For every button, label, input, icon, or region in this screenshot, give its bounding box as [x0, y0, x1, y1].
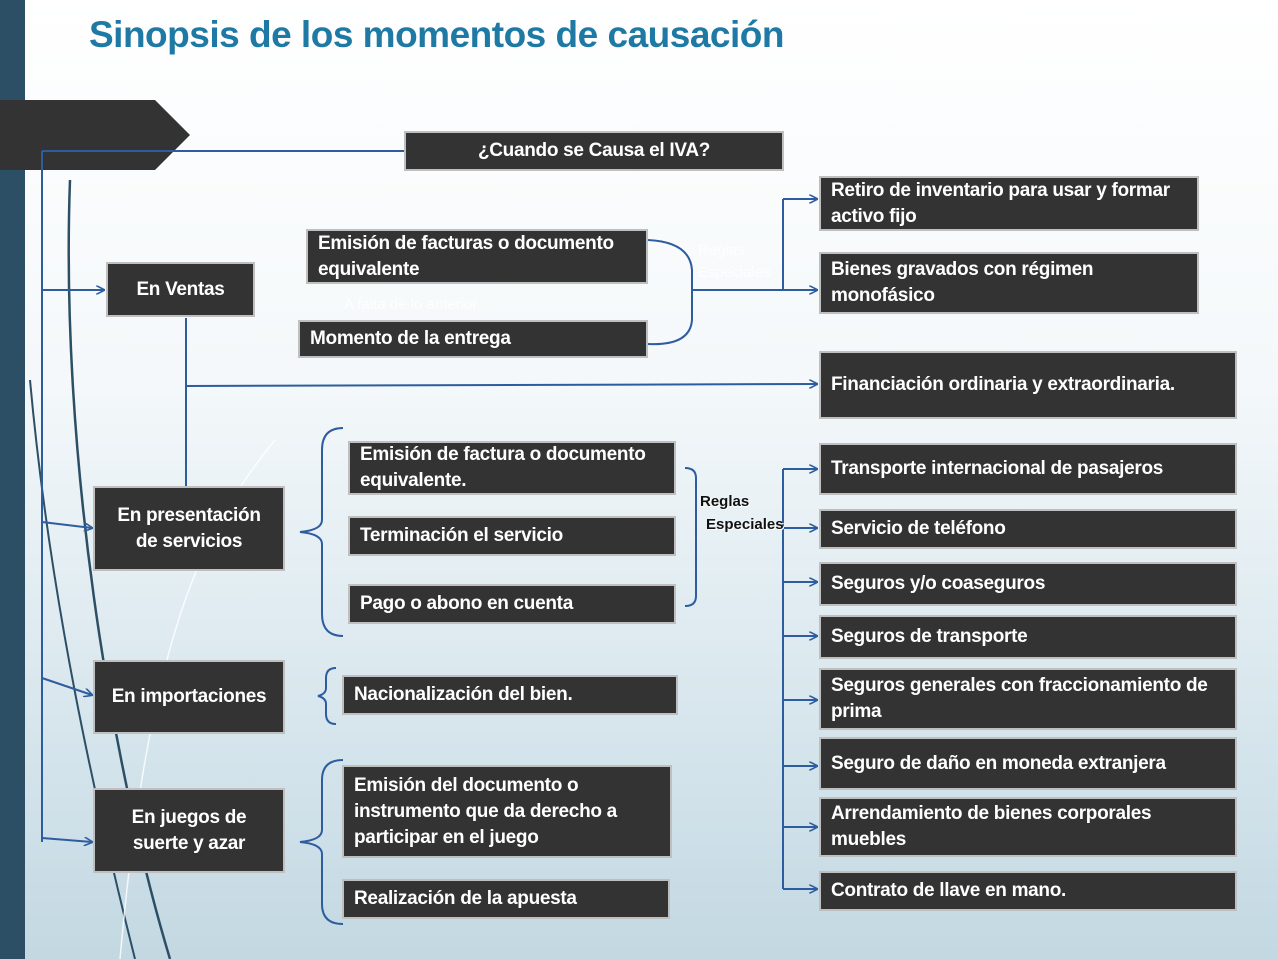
especial-monofasico-box: Bienes gravados con régimen monofásico — [819, 252, 1199, 314]
servicios-brace — [299, 427, 344, 637]
question-box: ¿Cuando se Causa el IVA? — [404, 131, 784, 171]
decor-curve — [29, 379, 136, 959]
especial-seguros-transporte-box: Seguros de transporte — [819, 615, 1237, 659]
branch-juegos — [41, 838, 92, 842]
servicios-reglas-label-2: Especiales — [706, 516, 784, 533]
especial-retiro-box: Retiro de inventario para usar y formar … — [819, 176, 1199, 231]
especial-arrendamiento-box: Arrendamiento de bienes corporales muebl… — [819, 797, 1237, 857]
branch-importaciones — [41, 677, 92, 695]
branch-financiacion — [185, 384, 817, 386]
servicios-emision-box: Emisión de factura o documento equivalen… — [348, 441, 676, 495]
importaciones-brace — [317, 667, 337, 725]
category-servicios: En presentación de servicios — [93, 486, 285, 571]
juegos-apuesta-box: Realización de la apuesta — [342, 879, 670, 919]
ventas-bracket — [647, 239, 693, 346]
servicios-terminacion-box: Terminación el servicio — [348, 516, 676, 556]
financiacion-box: Financiación ordinaria y extraordinaria. — [819, 351, 1237, 419]
servicios-reglas-label-1: Reglas — [700, 493, 750, 510]
especial-transporte-internacional-box: Transporte internacional de pasajeros — [819, 443, 1237, 495]
especial-seguros-generales-box: Seguros generales con fraccionamiento de… — [819, 668, 1237, 730]
ventas-entrega-box: Momento de la entrega — [298, 320, 648, 358]
category-importaciones: En importaciones — [93, 660, 285, 734]
ventas-reglas-label: Reglas Especiales — [698, 242, 771, 281]
servicios-bracket — [684, 467, 697, 607]
importaciones-nacionalizacion-box: Nacionalización del bien. — [342, 675, 678, 715]
juegos-brace — [299, 759, 344, 925]
category-ventas: En Ventas — [106, 262, 255, 317]
falta-anterior-label: A falta de lo anterior — [344, 296, 478, 313]
especial-llave-en-mano-box: Contrato de llave en mano. — [819, 871, 1237, 911]
branch-servicios — [41, 521, 92, 528]
especial-seguro-dano-box: Seguro de daño en moneda extranjera — [819, 737, 1237, 790]
category-juegos: En juegos de suerte y azar — [93, 788, 285, 873]
page-title: Sinopsis de los momentos de causación — [89, 14, 784, 55]
title-arrow-tab — [0, 100, 190, 170]
servicios-pago-box: Pago o abono en cuenta — [348, 584, 676, 624]
especial-telefono-box: Servicio de teléfono — [819, 509, 1237, 549]
especial-seguros-box: Seguros y/o coaseguros — [819, 562, 1237, 606]
ventas-emision-box: Emisión de facturas o documento equivale… — [306, 229, 648, 284]
juegos-emision-box: Emisión del documento o instrumento que … — [342, 765, 672, 858]
